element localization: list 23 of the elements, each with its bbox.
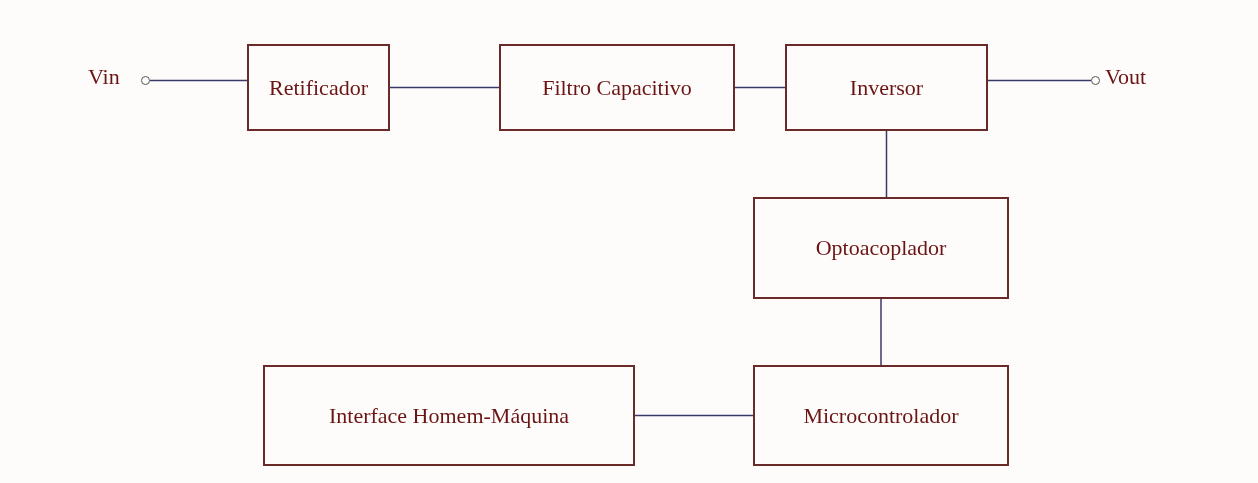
- block-label: Optoacoplador: [815, 235, 947, 261]
- connector-line: [987, 79, 1092, 82]
- process-box: [753, 365, 1009, 466]
- terminal-circle: [1091, 76, 1100, 85]
- block-label: Interface Homem-Máquina: [328, 402, 570, 429]
- terminal-label: Vout: [1105, 64, 1147, 90]
- connector-line: [149, 79, 248, 82]
- process-box: [263, 365, 635, 466]
- process-box: [753, 197, 1009, 299]
- connector-line: [885, 130, 888, 198]
- connector-line: [880, 298, 882, 366]
- process-box: [247, 44, 390, 131]
- connector-line: [734, 86, 786, 89]
- connector-line: [634, 414, 754, 417]
- terminal-circle: [141, 76, 150, 85]
- block-label: Filtro Capacitivo: [542, 74, 692, 101]
- connector-line: [389, 86, 500, 89]
- process-box: [785, 44, 988, 131]
- block-label: Microcontrolador: [803, 402, 959, 429]
- block-label: Inversor: [849, 74, 924, 101]
- process-box: [499, 44, 735, 131]
- block-label: Retificador: [269, 74, 368, 101]
- terminal-label: Vin: [88, 64, 120, 90]
